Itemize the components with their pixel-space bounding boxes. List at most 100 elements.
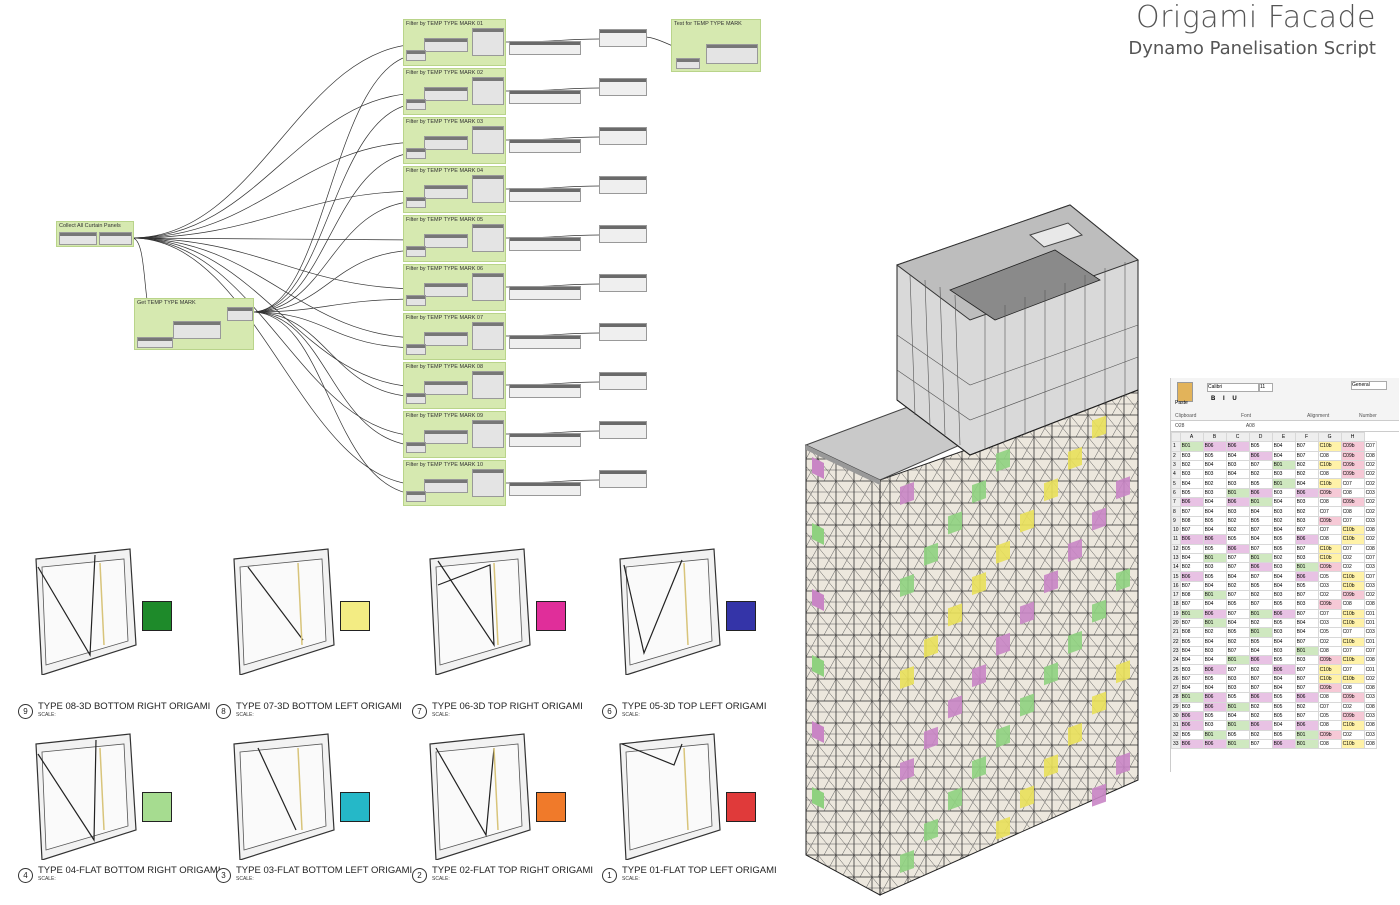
sheet-cell[interactable]: B04 — [1202, 682, 1227, 694]
string-input-node[interactable] — [406, 295, 426, 306]
sheet-cell[interactable]: C10b — [1340, 673, 1365, 685]
sheet-cell[interactable]: C09b — [1340, 441, 1365, 452]
sheet-cell[interactable]: C10b — [1340, 571, 1365, 582]
sheet-cell[interactable]: B04 — [1179, 645, 1204, 657]
string-contains-node[interactable] — [424, 38, 468, 52]
sheet-cell[interactable]: B03 — [1294, 515, 1319, 526]
sheet-cell[interactable]: C05 — [1317, 710, 1342, 722]
all-elements-node[interactable] — [99, 232, 132, 245]
string-contains-node[interactable] — [424, 430, 468, 444]
sheet-cell[interactable]: B06 — [1179, 497, 1204, 508]
sheet-cell[interactable]: B03 — [1271, 645, 1296, 657]
sheet-cell[interactable]: B01 — [1202, 590, 1227, 601]
column-header[interactable]: H — [1340, 431, 1365, 443]
sheet-cell[interactable]: C08 — [1363, 682, 1377, 694]
sheet-cell[interactable]: C02 — [1363, 478, 1377, 489]
sheet-cell[interactable]: B03 — [1294, 599, 1319, 610]
filter-by-mask-node[interactable] — [472, 273, 504, 301]
sheet-cell[interactable]: C08 — [1363, 655, 1377, 666]
sheet-cell[interactable]: B03 — [1179, 664, 1204, 675]
row-header[interactable]: 12 — [1171, 543, 1181, 554]
row-header[interactable]: 22 — [1171, 636, 1181, 647]
sheet-cell[interactable]: B03 — [1271, 627, 1296, 638]
list-node[interactable] — [227, 307, 253, 321]
family-types-node[interactable] — [509, 237, 581, 251]
sheet-cell[interactable]: C02 — [1363, 469, 1377, 480]
sheet-cell[interactable]: B04 — [1271, 682, 1296, 694]
string-contains-node[interactable] — [424, 283, 468, 297]
sheet-cell[interactable]: B02 — [1294, 469, 1319, 480]
sheet-cell[interactable]: C08 — [1340, 682, 1365, 694]
sheet-cell[interactable]: B05 — [1248, 441, 1273, 452]
sheet-cell[interactable]: C10b — [1340, 636, 1365, 647]
sheet-cell[interactable]: C08 — [1340, 506, 1365, 517]
sheet-cell[interactable]: C02 — [1340, 729, 1365, 740]
filter-group-5[interactable]: Filter by TEMP TYPE MARK 05 — [403, 215, 506, 262]
sheet-cell[interactable]: B04 — [1202, 636, 1227, 647]
sheet-cell[interactable]: C07 — [1363, 552, 1377, 564]
row-header[interactable]: 13 — [1171, 552, 1181, 564]
sheet-cell[interactable]: B07 — [1294, 664, 1319, 675]
sheet-cell[interactable]: C10b — [1340, 617, 1365, 629]
string-input-node[interactable] — [406, 148, 426, 159]
sheet-cell[interactable]: B07 — [1225, 562, 1250, 573]
sheet-cell[interactable]: B05 — [1271, 655, 1296, 666]
sheet-cell[interactable]: C08 — [1363, 701, 1377, 712]
sheet-cell[interactable]: B05 — [1179, 543, 1204, 554]
row-header[interactable]: 17 — [1171, 590, 1181, 601]
row-header[interactable]: 9 — [1171, 515, 1181, 526]
sheet-cell[interactable]: C03 — [1363, 487, 1377, 499]
sheet-cell[interactable]: C05 — [1317, 571, 1342, 582]
sheet-cell[interactable]: B03 — [1294, 552, 1319, 564]
row-header[interactable]: 26 — [1171, 673, 1181, 685]
sheet-cell[interactable]: B06 — [1294, 692, 1319, 703]
sheet-cell[interactable]: C08 — [1363, 450, 1377, 461]
sheet-cell[interactable]: B03 — [1271, 506, 1296, 517]
sheet-cell[interactable]: C10b — [1340, 655, 1365, 666]
sheet-cell[interactable]: B02 — [1179, 562, 1204, 573]
sheet-cell[interactable]: B01 — [1202, 617, 1227, 629]
sheet-cell[interactable]: B04 — [1202, 459, 1227, 471]
sheet-cell[interactable]: B06 — [1225, 497, 1250, 508]
sheet-cell[interactable]: B03 — [1294, 497, 1319, 508]
row-header[interactable]: 16 — [1171, 580, 1181, 592]
sheet-cell[interactable]: B06 — [1294, 534, 1319, 545]
sheet-cell[interactable]: B02 — [1248, 469, 1273, 480]
sheet-cell[interactable]: C10b — [1340, 720, 1365, 731]
sheet-cell[interactable]: B01 — [1225, 720, 1250, 731]
sheet-cell[interactable]: B04 — [1271, 673, 1296, 685]
sheet-cell[interactable]: B07 — [1248, 738, 1273, 750]
sheet-cell[interactable]: B02 — [1248, 617, 1273, 629]
family-types-node[interactable] — [509, 188, 581, 202]
sheet-cell[interactable]: B04 — [1248, 645, 1273, 657]
sheet-cell[interactable]: B04 — [1225, 710, 1250, 722]
sheet-cell[interactable]: B01 — [1248, 497, 1273, 508]
string-input-node[interactable] — [406, 344, 426, 355]
sheet-cell[interactable]: B04 — [1202, 506, 1227, 517]
sheet-cell[interactable]: B04 — [1271, 636, 1296, 647]
sheet-cell[interactable]: C07 — [1317, 701, 1342, 712]
sheet-cell[interactable]: C03 — [1363, 627, 1377, 638]
sheet-cell[interactable]: B03 — [1202, 720, 1227, 731]
sheet-cell[interactable]: B01 — [1202, 552, 1227, 564]
sheet-cell[interactable]: B06 — [1294, 720, 1319, 731]
sheet-cell[interactable]: B04 — [1271, 450, 1296, 461]
row-header[interactable]: 20 — [1171, 617, 1181, 629]
family-types-node[interactable] — [509, 482, 581, 496]
row-header[interactable]: 11 — [1171, 534, 1181, 545]
sheet-cell[interactable]: B04 — [1179, 478, 1204, 489]
sheet-cell[interactable]: B07 — [1248, 673, 1273, 685]
sheet-cell[interactable]: B07 — [1179, 506, 1204, 517]
family-types-node[interactable] — [509, 384, 581, 398]
sheet-cell[interactable]: B04 — [1202, 599, 1227, 610]
sheet-cell[interactable]: C07 — [1340, 478, 1365, 489]
column-header[interactable]: B — [1202, 431, 1227, 443]
filter-group-4[interactable]: Filter by TEMP TYPE MARK 04 — [403, 166, 506, 213]
sheet-cell[interactable]: B08 — [1179, 590, 1204, 601]
sheet-cell[interactable]: C10b — [1317, 552, 1342, 564]
sheet-cell[interactable]: B05 — [1225, 692, 1250, 703]
sheet-cell[interactable]: B04 — [1225, 571, 1250, 582]
sheet-cell[interactable]: B05 — [1202, 673, 1227, 685]
sheet-cell[interactable]: C09b — [1317, 682, 1342, 694]
